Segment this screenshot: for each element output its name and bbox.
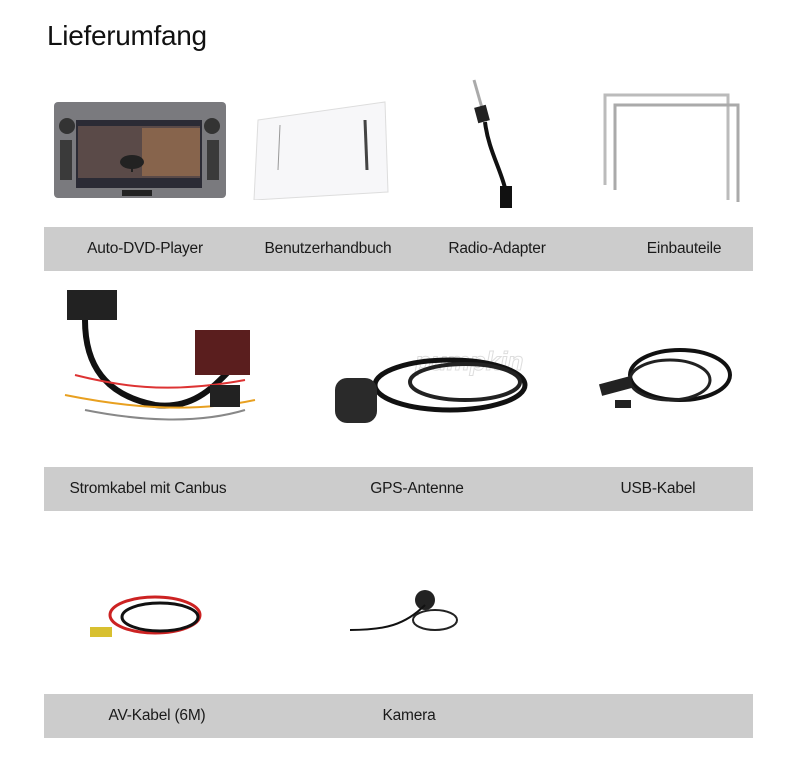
car-dvd-player-image [54,102,226,198]
item-label-av-kabel: AV-Kabel (6M) [108,707,206,724]
row-2-label-bar: Stromkabel mit Canbus GPS-Antenne USB-Ka… [44,467,753,511]
item-label-benutzerhandbuch: Benutzerhandbuch [264,240,392,257]
item-label-usb-kabel: USB-Kabel [620,480,696,497]
page-title: Lieferumfang [47,20,207,51]
av-cable-image [90,595,202,637]
row-3-label-bar: AV-Kabel (6M) Kamera [44,694,753,738]
usb-cable-image [598,348,732,408]
radio-adapter-image [472,79,512,208]
mounting-parts-image [603,93,740,202]
user-manual-image [253,101,389,200]
item-label-auto-dvd-player: Auto-DVD-Player [87,240,203,257]
item-label-stromkabel-mit-canbus: Stromkabel mit Canbus [69,480,227,497]
camera-image [349,590,458,631]
power-cable-canbus-image [64,290,256,421]
row-1-label-bar: Auto-DVD-Player Benutzerhandbuch Radio-A… [44,227,753,271]
item-label-gps-antenne: GPS-Antenne [370,480,464,497]
item-label-einbauteile: Einbauteile [646,240,722,257]
item-label-radio-adapter: Radio-Adapter [448,240,546,257]
item-label-kamera: Kamera [382,707,436,724]
gps-antenna-image: pumpkin [335,346,528,423]
